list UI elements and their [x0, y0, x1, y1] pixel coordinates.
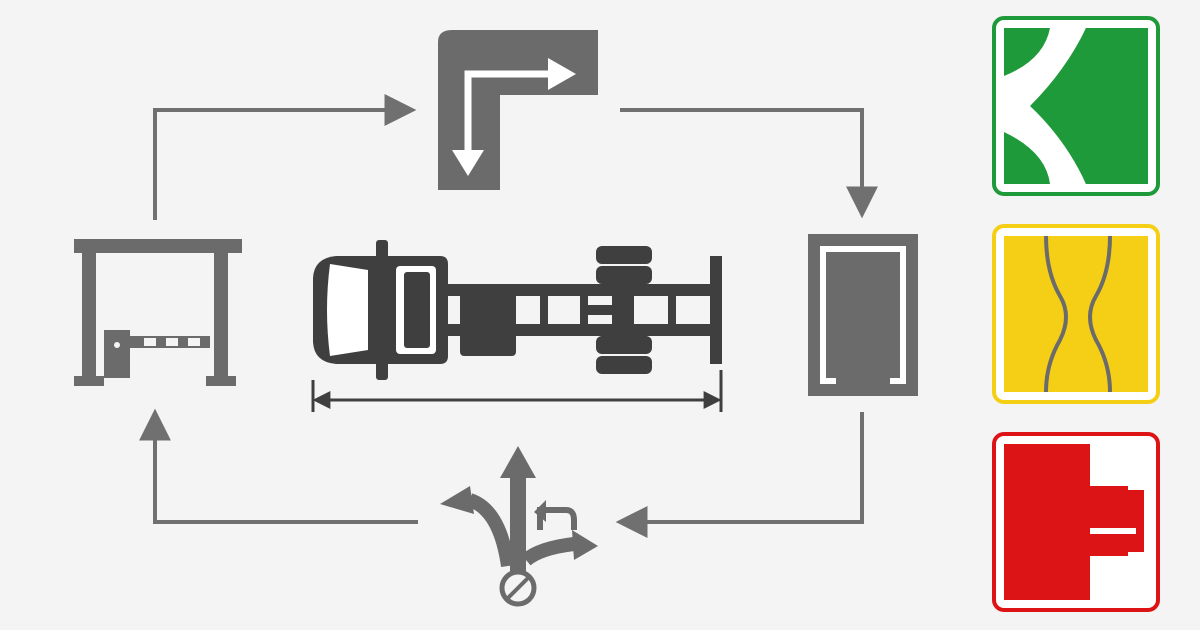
red-obstruction-sign: [992, 432, 1160, 612]
arrow-junction-to-gate: [139, 408, 418, 524]
road-narrows-icon: [1044, 235, 1112, 393]
road-curve-icon: [1004, 28, 1100, 184]
arrow-turn-to-doorway: [620, 108, 878, 219]
multi-direction-arrows-icon: [440, 446, 598, 607]
turn-arrow-icon: [438, 30, 598, 190]
truck-wheels: [596, 246, 652, 374]
connector-arrows: [139, 94, 878, 538]
truck-cab: [313, 240, 448, 380]
obstruction-icon: [1090, 444, 1148, 600]
doorway-frame-icon: [808, 234, 918, 396]
truck-chassis-icon: [311, 240, 723, 412]
arrow-gate-to-turn: [153, 94, 417, 220]
green-curve-sign: [992, 16, 1160, 196]
truck-frame: [448, 256, 722, 364]
barrier-arm: [130, 336, 210, 348]
arrow-doorway-to-junction: [615, 412, 864, 538]
gate-barrier-icon: [74, 239, 242, 386]
yellow-narrowing-sign: [992, 224, 1160, 404]
